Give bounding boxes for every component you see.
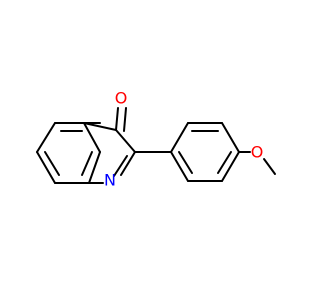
molecule-structure: O N O bbox=[36, 89, 276, 190]
bond-c6-c7 bbox=[36, 122, 56, 153]
bond-aryl-inner-2 bbox=[217, 151, 232, 174]
bond-c3-o bbox=[115, 107, 119, 131]
bond-aryl-1 bbox=[170, 122, 189, 153]
bond-c3-c2 bbox=[115, 129, 136, 153]
bond-c3a-c4 bbox=[88, 151, 101, 184]
bond-c3-o-double bbox=[123, 107, 127, 132]
bond-c2-n1-double bbox=[113, 155, 128, 177]
bond-c7-c7a bbox=[36, 151, 56, 184]
bond-c3a-c3 bbox=[83, 122, 117, 131]
bond-o-methyl bbox=[263, 158, 276, 175]
nitrogen-label: N bbox=[104, 171, 116, 190]
bond-benzo-inner-2 bbox=[44, 151, 60, 176]
bond-aryl-6 bbox=[170, 151, 189, 182]
oxygen-carbonyl-label: O bbox=[115, 89, 128, 108]
bond-aryl-4 bbox=[221, 151, 240, 182]
bond-c2-n1 bbox=[120, 151, 136, 176]
bond-aryl-inner-3 bbox=[178, 151, 193, 174]
bond-aryl-3 bbox=[221, 122, 240, 153]
bond-c4-c3a bbox=[83, 122, 101, 153]
bond-benzo-inner-3 bbox=[81, 151, 93, 176]
oxygen-methoxy-label: O bbox=[251, 143, 264, 162]
